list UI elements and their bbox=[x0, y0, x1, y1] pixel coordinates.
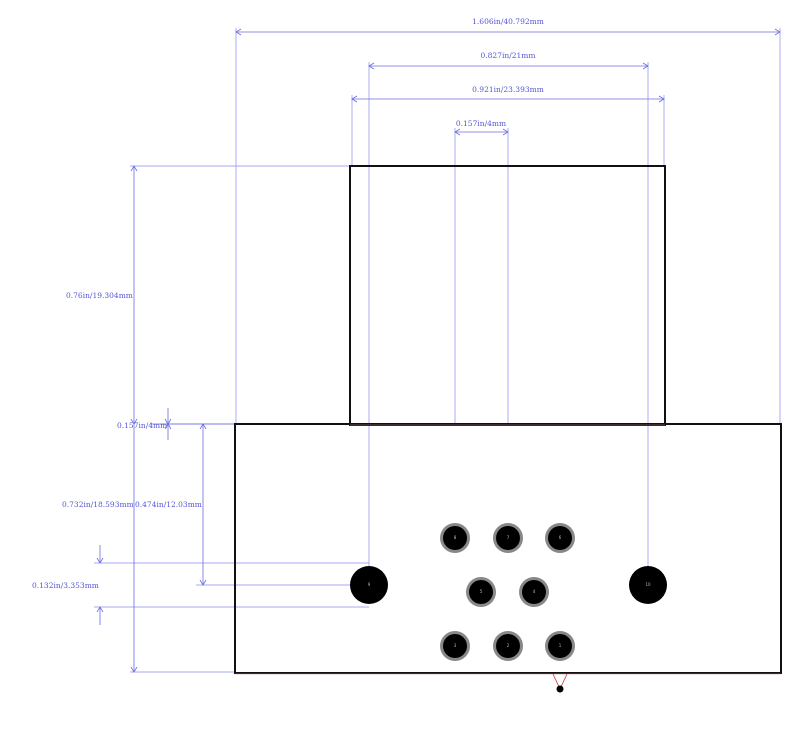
body-outline bbox=[234, 423, 782, 674]
cap-outline bbox=[349, 165, 666, 426]
pad-2: 2 bbox=[493, 631, 523, 661]
pad-3: 3 bbox=[440, 631, 470, 661]
svg-text:4: 4 bbox=[533, 589, 536, 594]
svg-text:8: 8 bbox=[454, 535, 457, 540]
pads: 1 2 3 4 5 6 7 bbox=[350, 523, 667, 661]
pad-6: 6 bbox=[545, 523, 575, 553]
mount-pad-9: 9 bbox=[350, 566, 388, 604]
label-shoulder: 0.157in/4mm bbox=[117, 421, 167, 430]
label-body-height: 0.732in/18.593mm bbox=[62, 500, 134, 509]
pad-5: 5 bbox=[466, 577, 496, 607]
dimension-cap-width: 0.921in/23.393mm bbox=[351, 85, 665, 103]
dimension-slot-width: 0.157in/4mm bbox=[454, 119, 509, 136]
dimension-pin-span: 0.827in/21mm bbox=[368, 51, 649, 70]
label-cap-height: 0.76in/19.304mm bbox=[66, 291, 133, 300]
label-pin-offset: 0.474in/12.03mm bbox=[135, 500, 202, 509]
svg-text:7: 7 bbox=[507, 535, 510, 540]
dimension-mount-hole: 0.132in/3.353mm bbox=[32, 545, 104, 625]
label-slot-width: 0.157in/4mm bbox=[456, 119, 506, 128]
label-total-width: 1.606in/40.792mm bbox=[472, 17, 544, 26]
svg-text:6: 6 bbox=[559, 535, 562, 540]
pad-4: 4 bbox=[519, 577, 549, 607]
label-mount-hole: 0.132in/3.353mm bbox=[32, 581, 99, 590]
pad-7: 7 bbox=[493, 523, 523, 553]
dimension-cap-height: 0.76in/19.304mm bbox=[66, 165, 138, 425]
svg-text:2: 2 bbox=[507, 643, 510, 648]
svg-text:1: 1 bbox=[559, 643, 562, 648]
svg-text:5: 5 bbox=[480, 589, 483, 594]
dimension-body-height: 0.732in/18.593mm bbox=[62, 424, 138, 673]
dimension-shoulder: 0.157in/4mm bbox=[117, 408, 236, 440]
dimension-total-width: 1.606in/40.792mm bbox=[235, 17, 781, 36]
mount-pad-10: 10 bbox=[629, 566, 667, 604]
pad-1: 1 bbox=[545, 631, 575, 661]
dimension-pin-offset: 0.474in/12.03mm bbox=[135, 423, 207, 586]
svg-text:9: 9 bbox=[368, 582, 371, 587]
package-outline bbox=[234, 165, 782, 675]
extension-lines bbox=[94, 28, 781, 673]
label-pin-span: 0.827in/21mm bbox=[481, 51, 536, 60]
pad-8: 8 bbox=[440, 523, 470, 553]
label-cap-width: 0.921in/23.393mm bbox=[472, 85, 544, 94]
svg-text:10: 10 bbox=[645, 582, 651, 587]
svg-text:3: 3 bbox=[454, 643, 457, 648]
pin1-marker bbox=[552, 673, 568, 693]
